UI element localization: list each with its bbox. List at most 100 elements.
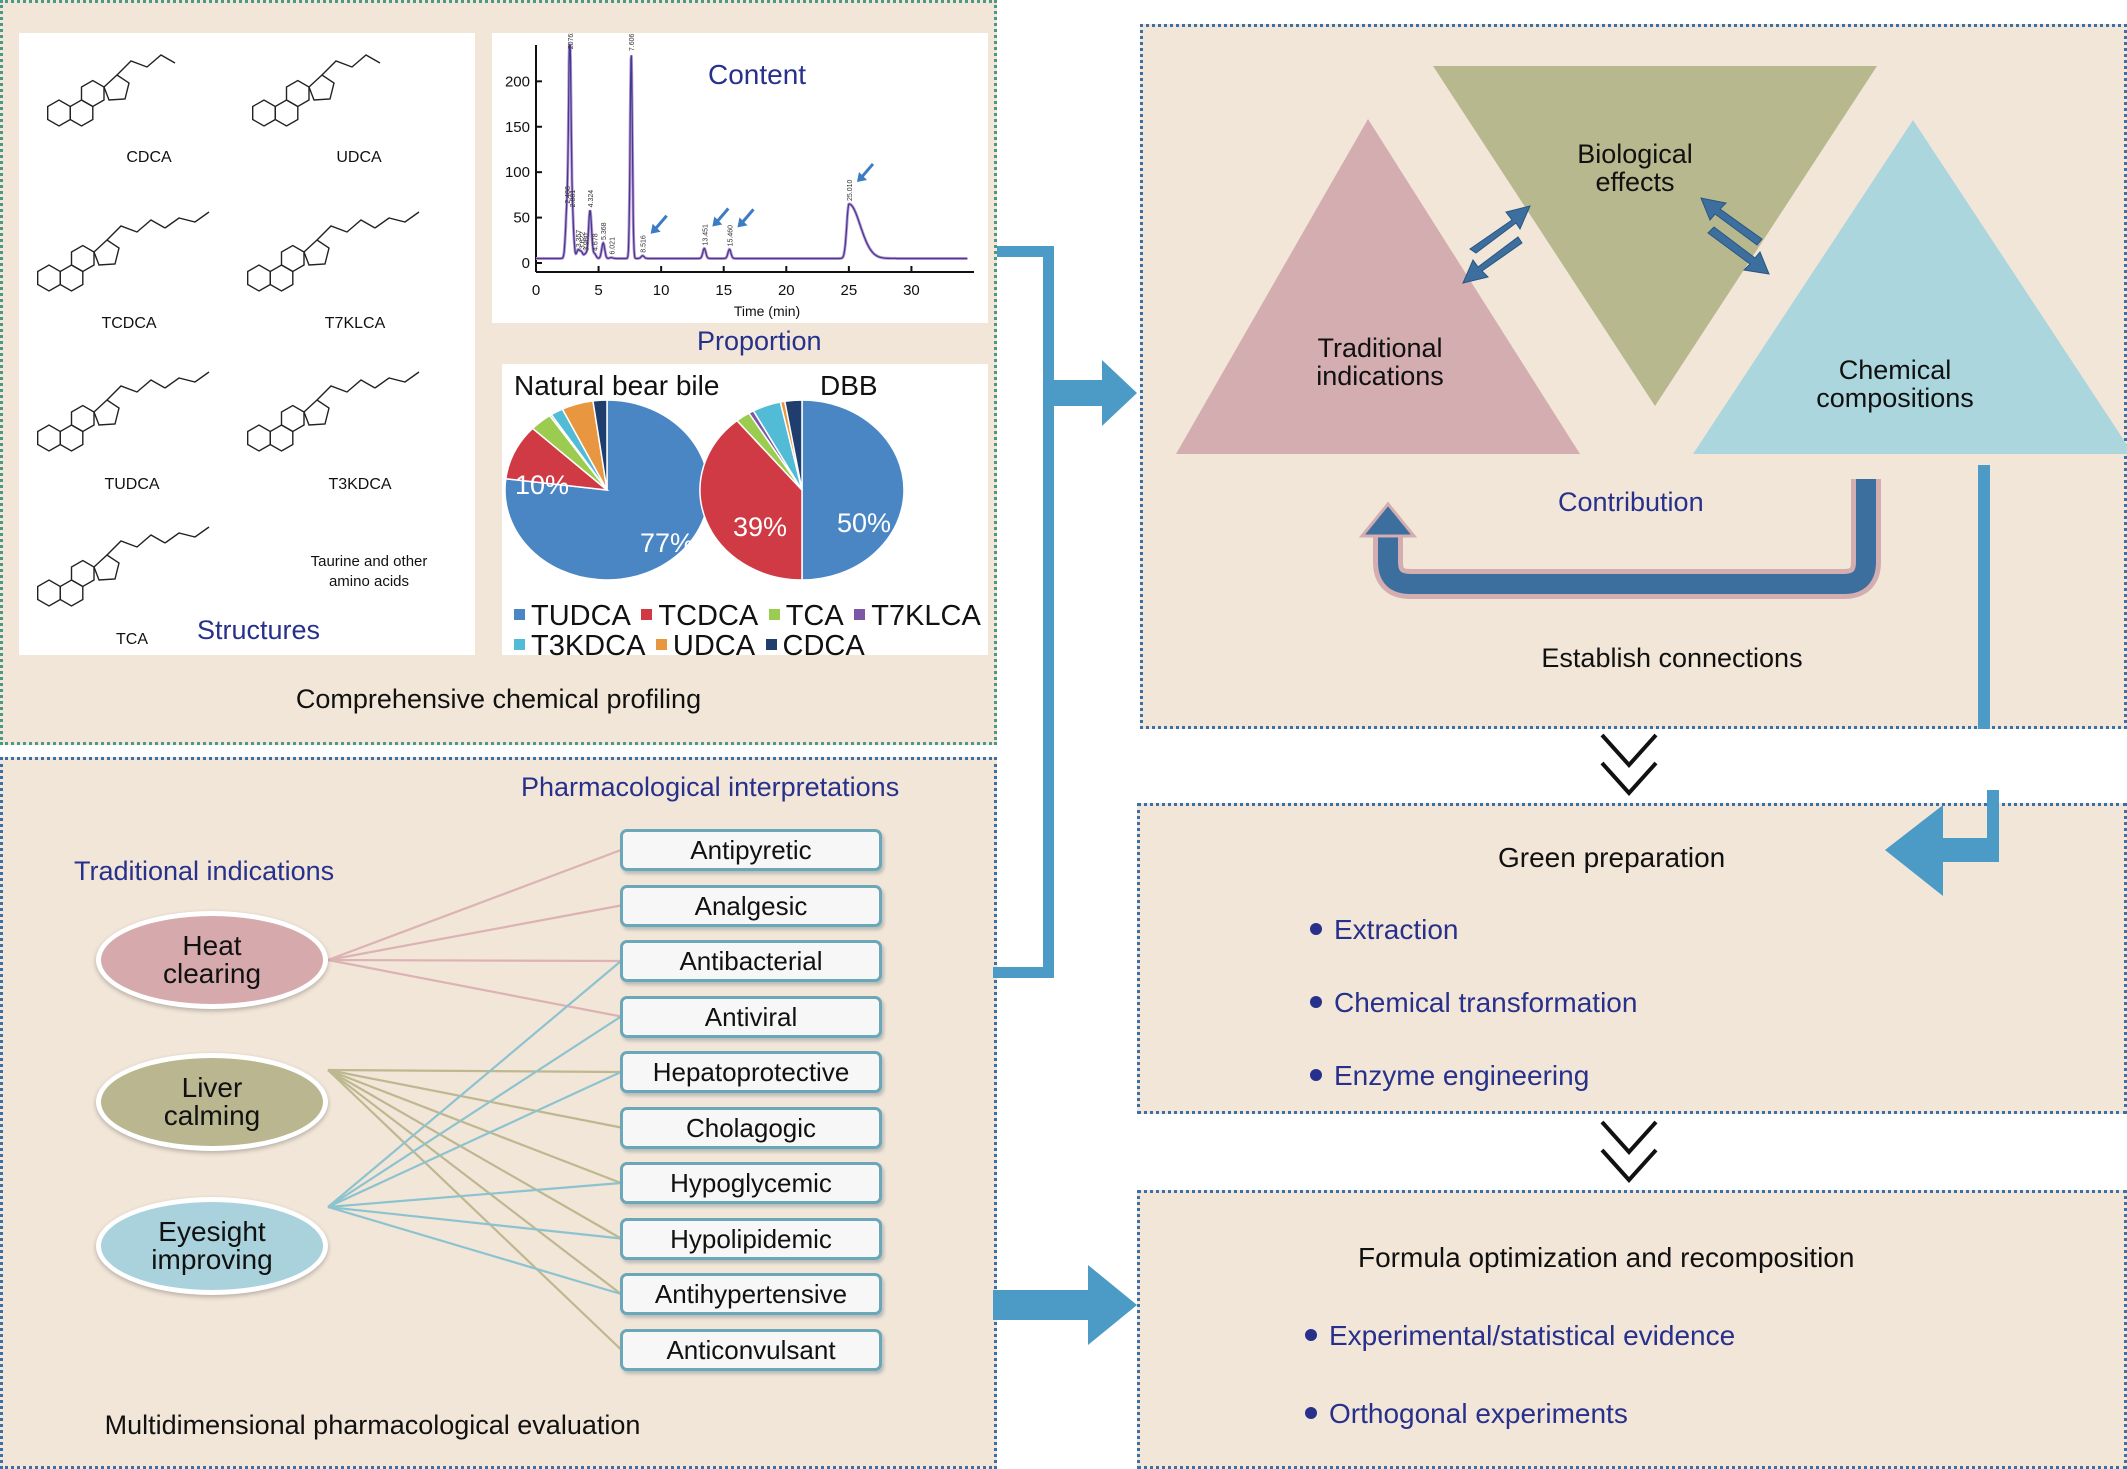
peak-arrow [715,207,730,224]
indication-link [327,1205,622,1296]
steroid-skeleton [37,526,210,607]
ring-c [80,79,105,108]
pie-slice-cdca [783,399,803,491]
connector-arrow-to-green-preparation [1885,790,1999,896]
steroid-skeleton [47,54,176,127]
ring-c [280,404,305,433]
peak-label: 13.451 [702,224,709,246]
pie-slice-tudca [801,399,905,581]
peak-label: 8.516 [641,235,648,253]
green-preparation-title: Green preparation [1498,842,1726,873]
pie-legend-row2: T3KDCA UDCA CDCA [510,630,865,663]
peak-label: 3.622 [579,231,586,249]
x-tick-label: 20 [778,282,795,299]
y-tick-label: 200 [505,73,530,90]
y-tick-label: 100 [505,164,530,181]
taurine-chain [164,211,210,229]
effect-anticonvulsant[interactable]: Anticonvulsant [620,1328,882,1371]
effect-hypolipidemic[interactable]: Hypolipidemic [620,1217,882,1260]
pie-data-label: 50% [837,508,891,538]
chemical-profiling-caption: Comprehensive chemical profiling [295,684,702,714]
biological-effects-triangle [1433,66,1877,406]
ring-a [251,99,276,127]
taurine-chain [164,371,210,389]
peak-label: 20762.567 [568,33,575,49]
y-tick-label: 150 [505,119,530,136]
side-chain [106,219,166,241]
x-tick-label: 30 [903,282,920,299]
pharmacology-caption: Multidimensional pharmacological evaluat… [104,1410,641,1440]
proportion-title: Proportion [697,326,822,356]
indication-links [327,848,622,1351]
indication-link [327,848,622,962]
structure-label-tcdca: TCDCA [101,315,157,332]
pie-data-label: 10% [515,470,569,500]
side-chain [316,219,376,241]
legend-item-cdca: CDCA [762,630,865,662]
ring-d [303,399,330,426]
pie-title-dbb: DBB [820,370,878,401]
side-chain [321,54,381,76]
effect-antihypertensive[interactable]: Antihypertensive [620,1273,882,1315]
ring-c [70,559,95,588]
structure-label-t3kdca: T3KDCA [328,476,392,493]
structure-label-t7klca: T7KLCA [324,315,386,332]
y-tick-label: 0 [522,255,530,272]
structures-title: Structures [197,615,321,645]
peak-label: 3.960 [584,233,591,251]
x-tick-label: 25 [841,282,858,299]
formula-panel [1137,1190,2127,1469]
peak-label: 7.606 [629,33,636,51]
x-tick-label: 0 [532,282,540,299]
pharmacological-interpretations-title: Pharmacological interpretations [521,772,900,802]
indication-link [327,904,622,962]
ring-a [37,264,61,292]
formula-item: Experimental/statistical evidence [1305,1320,1735,1352]
structure-label-cdca: CDCA [126,149,172,166]
steroid-skeleton [37,371,210,452]
taurine-note-line1: Taurine and other [310,553,428,570]
peak-label: 6.021 [609,237,616,255]
indication-link [327,1015,622,1208]
peak-arrowhead [712,216,723,227]
pie-chart-box: 77%10%50%39% Natural bear bile DBB TUDCA… [502,364,988,662]
traditional-indications-title: Traditional indications [74,856,335,886]
peak-arrowhead [650,223,661,234]
legend-item-t7klca: T7KLCA [850,600,981,632]
indication-link [327,958,622,1018]
x-tick-label: 5 [594,282,602,299]
effect-antipyretic[interactable]: Antipyretic [620,829,882,871]
indication-link [327,1181,622,1209]
effect-hepatoprotective[interactable]: Hepatoprotective [620,1051,882,1093]
connector-arrow-to-formula [993,1265,1137,1345]
indication-link [327,960,622,1208]
pie-slice-tcdca [699,419,803,581]
steroid-skeleton [246,371,420,452]
ring-d [308,74,335,101]
effect-antibacterial[interactable]: Antibacterial [620,940,882,982]
peak-label: 25.010 [847,179,854,201]
ring-a [47,99,71,127]
legend-item-t3kdca: T3KDCA [510,630,644,662]
taurine-note-line2: amino acids [328,573,410,590]
bidirectional-arrow-right [1700,197,1770,275]
ring-c [70,404,95,433]
steroid-skeleton [246,211,420,292]
ring-a [37,579,61,607]
peak-label: 5.368 [601,222,608,240]
side-chain [106,379,166,401]
connector-bracket [993,246,1054,978]
legend-item-tca: TCA [765,600,842,632]
chromatogram-trace [536,44,968,260]
effect-analgesic[interactable]: Analgesic [620,884,882,927]
effect-hypoglycemic[interactable]: Hypoglycemic [620,1162,882,1204]
pie-legend-row1: TUDCA TCDCA TCA T7KLCA [510,600,981,633]
side-chain [106,534,166,556]
effect-antiviral[interactable]: Antiviral [620,995,882,1038]
effect-cholagogic[interactable]: Cholagogic [620,1106,882,1149]
legend-item-tcdca: TCDCA [637,600,757,632]
